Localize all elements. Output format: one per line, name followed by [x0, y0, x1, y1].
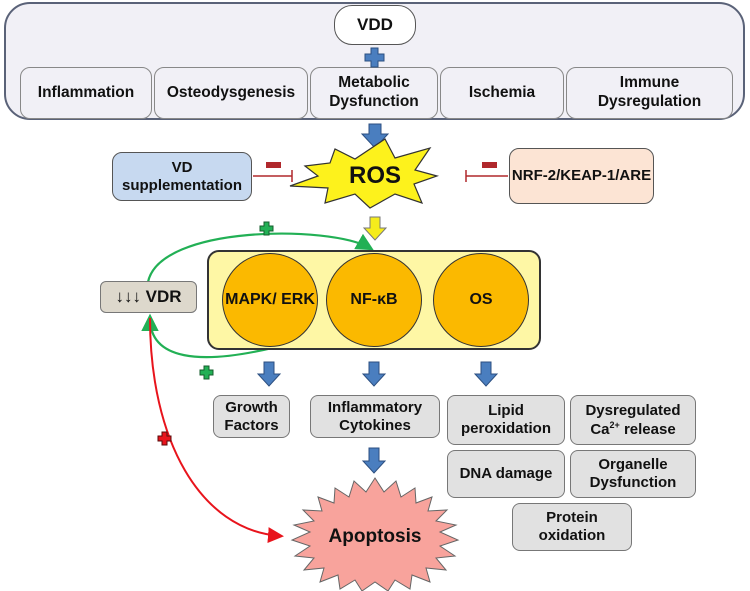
vdd-node: VDD — [334, 5, 416, 45]
pathway-os: OS — [433, 253, 529, 347]
vd-supplementation-node: VD supplementation — [112, 152, 252, 201]
inhibit-vd-supp — [253, 162, 293, 182]
apoptosis-burst-shape — [290, 477, 460, 591]
cause-metabolic-dysfunction: Metabolic Dysfunction — [310, 67, 438, 119]
ros-label: ROS — [348, 161, 401, 189]
outcome-dysregulated-ca: Dysregulated Ca2+ release — [570, 395, 696, 445]
ca-charge: 2+ — [609, 419, 620, 430]
arrow-mapk-down — [256, 361, 282, 387]
dysregulated-ca-suffix: release — [619, 420, 676, 438]
outcome-organelle-dysfunction: Organelle Dysfunction — [570, 450, 696, 498]
green-loop-top — [146, 232, 374, 283]
minus-icon-left — [266, 162, 281, 168]
plus-icon-vdd — [364, 47, 385, 68]
outcome-protein-oxidation: Protein oxidation — [512, 503, 632, 551]
cause-inflammation: Inflammation — [20, 67, 152, 119]
green-loop-bottom — [141, 313, 273, 359]
pathway-nf-kb: NF-κB — [326, 253, 422, 347]
apoptosis-label: Apoptosis — [328, 525, 422, 547]
arrow-cytokines-to-apoptosis — [361, 447, 387, 474]
inhibit-nrf2 — [465, 162, 508, 182]
plus-icon-green-top — [259, 221, 274, 236]
cause-immune-dysregulation: Immune Dysregulation — [566, 67, 733, 119]
dysregulated-ca-prefix: Dysregulated Ca — [585, 401, 681, 438]
arrow-nfkb-down — [361, 361, 387, 387]
minus-icon-right — [482, 162, 497, 168]
pathway-mapk-erk: MAPK/ ERK — [222, 253, 318, 347]
plus-icon-red — [157, 431, 172, 446]
nrf2-keap1-are-node: NRF-2/KEAP-1/ARE — [509, 148, 654, 204]
cause-ischemia: Ischemia — [440, 67, 564, 119]
cause-osteodysgenesis: Osteodysgenesis — [154, 67, 308, 119]
vdr-node: ↓↓↓ VDR — [100, 281, 197, 313]
arrow-ros-to-pathways — [362, 216, 388, 241]
outcome-inflammatory-cytokines: Inflammatory Cytokines — [310, 395, 440, 438]
plus-icon-green-bottom — [199, 365, 214, 380]
outcome-growth-factors: Growth Factors — [213, 395, 290, 438]
arrow-os-down — [473, 361, 499, 387]
ros-burst-shape — [289, 138, 440, 209]
red-curve-vdr-apoptosis — [149, 317, 284, 544]
outcome-dna-damage: DNA damage — [447, 450, 565, 498]
outcome-lipid-peroxidation: Lipid peroxidation — [447, 395, 565, 445]
